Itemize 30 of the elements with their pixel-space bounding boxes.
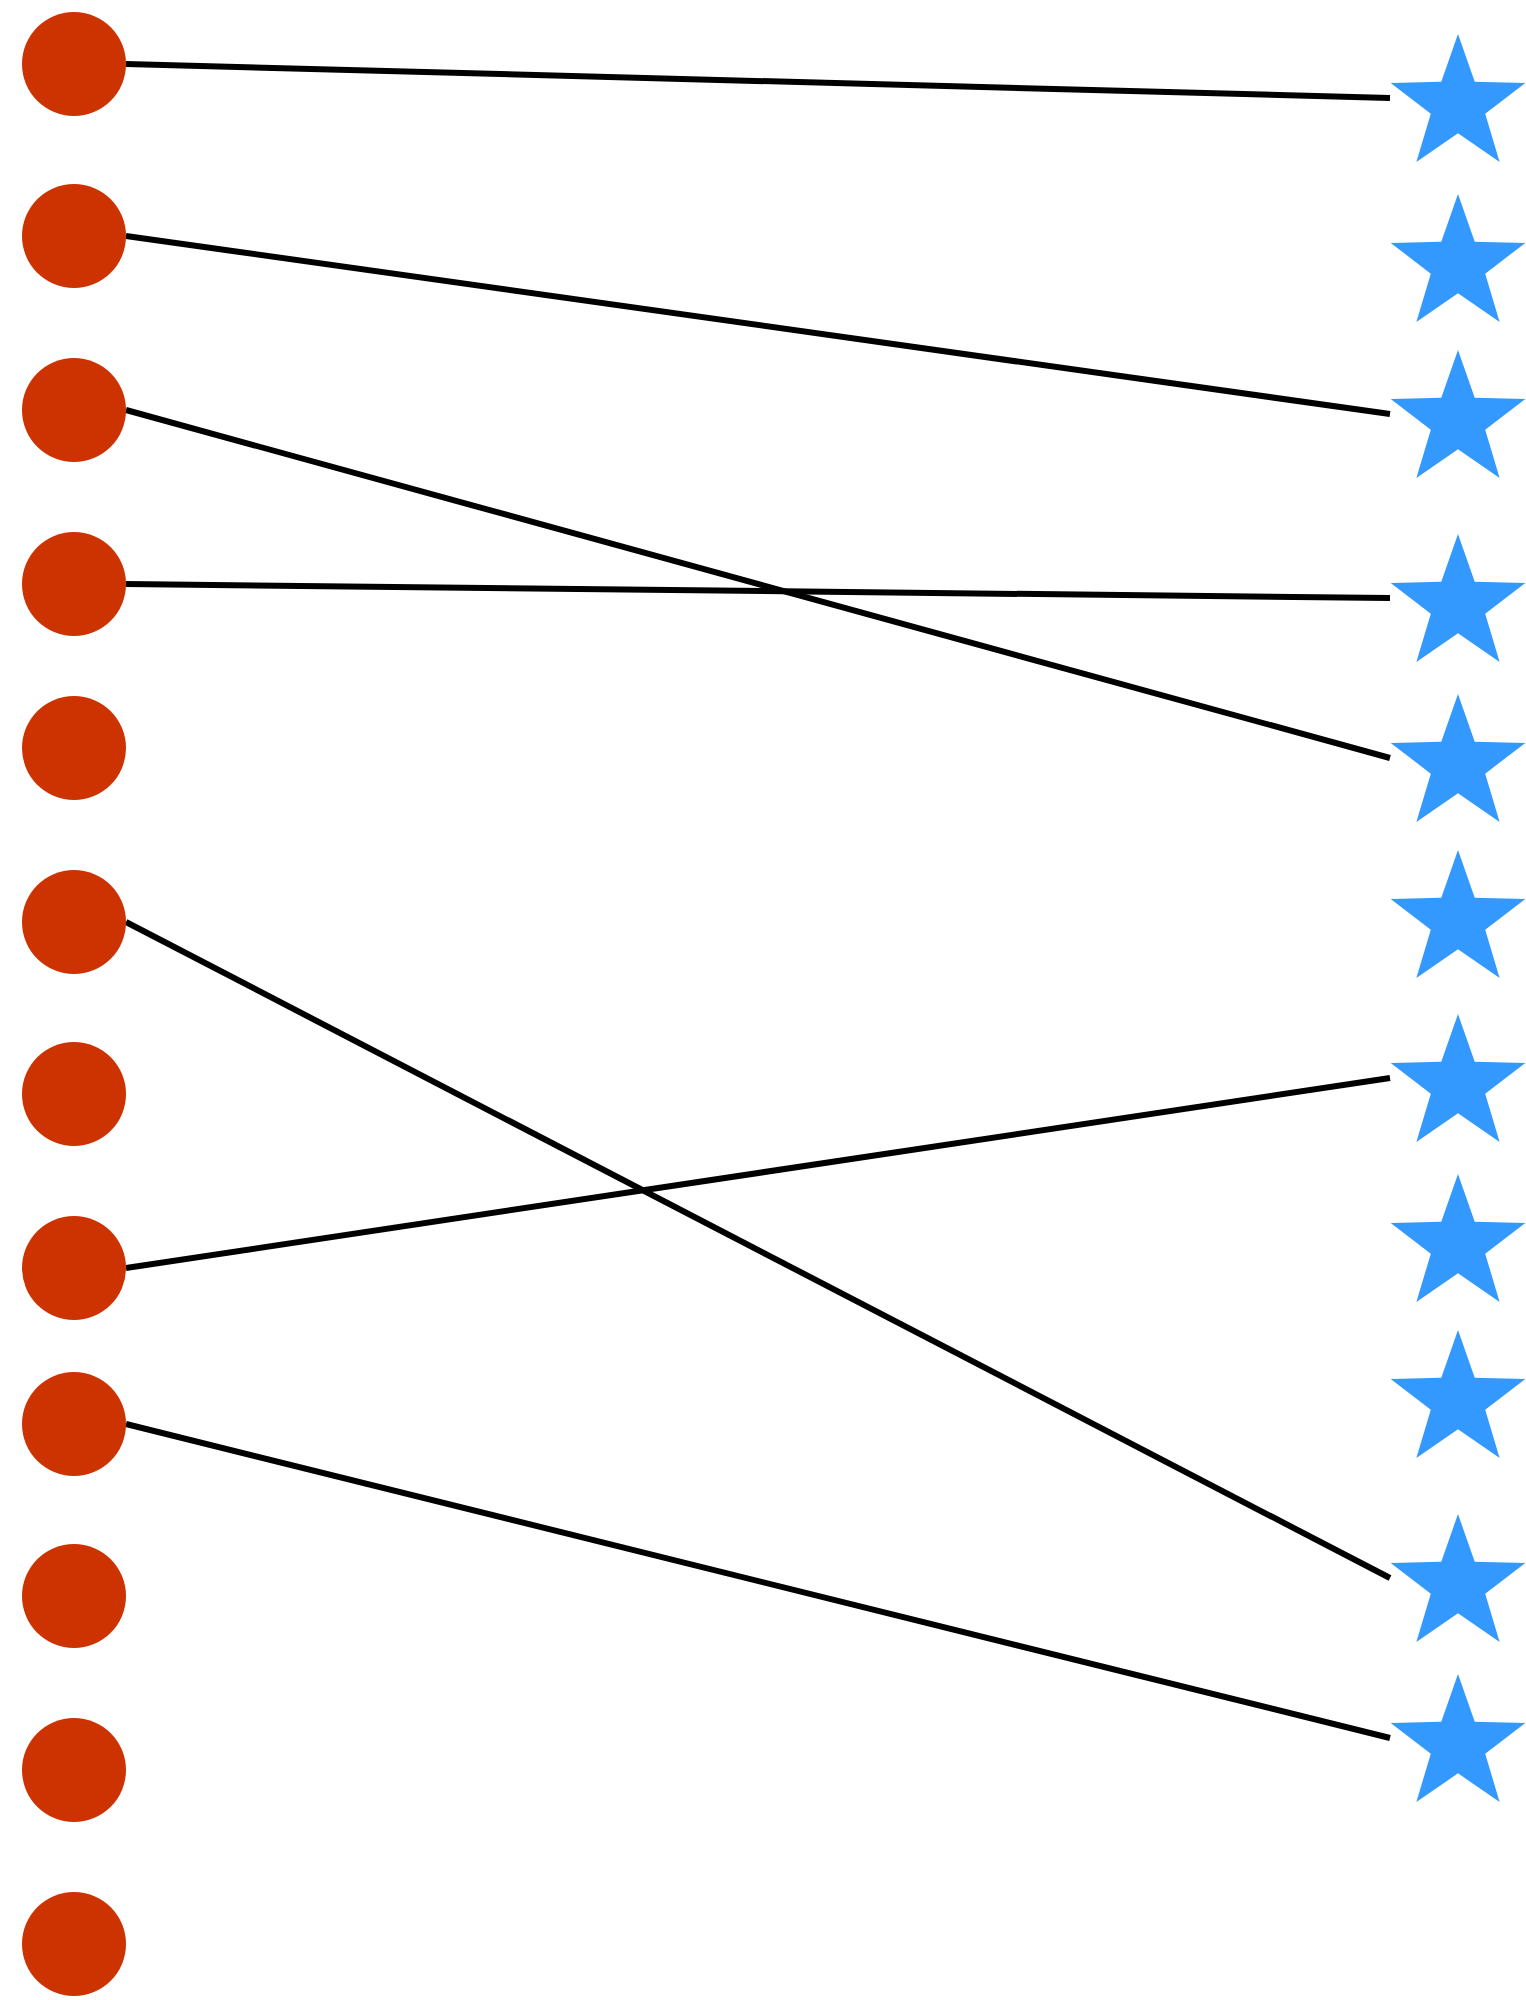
connector-line [125,581,1391,601]
star-marker [1390,190,1526,326]
circle-marker [22,532,126,636]
star-marker [1390,1510,1526,1646]
star-marker [1390,1670,1526,1806]
circle-marker [22,12,126,116]
circle-marker [22,696,126,800]
connector-line [125,407,1391,761]
star-marker [1390,530,1526,666]
star-marker [1390,1170,1526,1306]
connector-line [125,61,1391,101]
connector-line [125,233,1391,417]
star-marker [1390,846,1526,982]
star-marker [1390,30,1526,166]
connector-line [125,1421,1391,1741]
circle-marker [22,870,126,974]
star-marker [1390,346,1526,482]
circle-marker [22,1544,126,1648]
star-marker [1390,1326,1526,1462]
circle-marker [22,184,126,288]
star-marker [1390,690,1526,826]
circle-marker [22,1372,126,1476]
connector-line [124,919,1392,1581]
circle-marker [22,1216,126,1320]
circle-marker [22,358,126,462]
circle-marker [22,1042,126,1146]
circle-marker [22,1892,126,1996]
star-marker [1390,1010,1526,1146]
connector-line [125,1075,1391,1271]
circle-marker [22,1718,126,1822]
